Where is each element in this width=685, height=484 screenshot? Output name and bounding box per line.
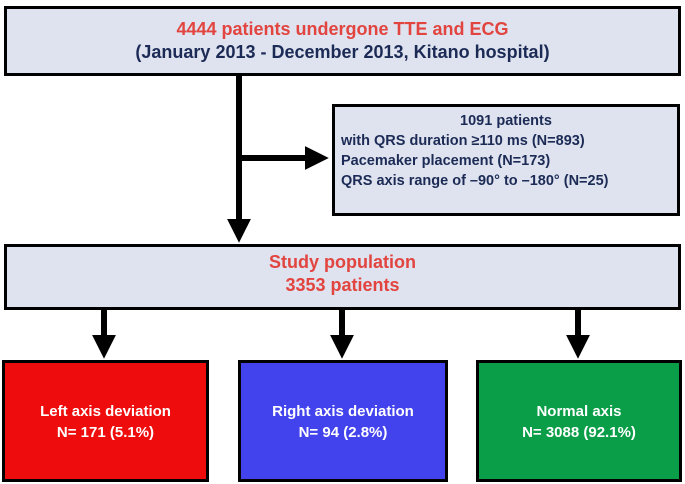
top-title: 4444 patients undergone TTE and ECG: [176, 19, 509, 39]
exclusion-item: Pacemaker placement (N=173): [341, 153, 551, 169]
study-count: 3353 patients: [285, 275, 400, 295]
group-label: Left axis deviation: [40, 403, 171, 420]
exclusion-item: with QRS duration ≥110 ms (N=893): [341, 133, 585, 149]
study-title: Study population: [269, 252, 416, 272]
left-axis-deviation-box: Left axis deviation N= 171 (5.1%): [2, 360, 209, 482]
group-count: N= 171 (5.1%): [56, 424, 155, 441]
group-count: N= 3088 (92.1%): [522, 424, 636, 441]
study-population-box: Study population 3353 patients: [4, 244, 681, 310]
exclusion-title: 1091 patients: [460, 113, 552, 129]
normal-axis-box: Normal axis N= 3088 (92.1%): [476, 360, 682, 482]
exclusion-box: 1091 patients with QRS duration ≥110 ms …: [332, 104, 680, 216]
top-subtitle: (January 2013 - December 2013, Kitano ho…: [135, 42, 550, 62]
exclusion-item: QRS axis range of –90° to –180° (N=25): [341, 173, 609, 189]
right-axis-deviation-box: Right axis deviation N= 94 (2.8%): [238, 360, 448, 482]
group-count: N= 94 (2.8%): [298, 424, 388, 441]
group-label: Right axis deviation: [272, 403, 414, 420]
group-label: Normal axis: [536, 403, 622, 420]
top-box: 4444 patients undergone TTE and ECG (Jan…: [4, 6, 681, 76]
